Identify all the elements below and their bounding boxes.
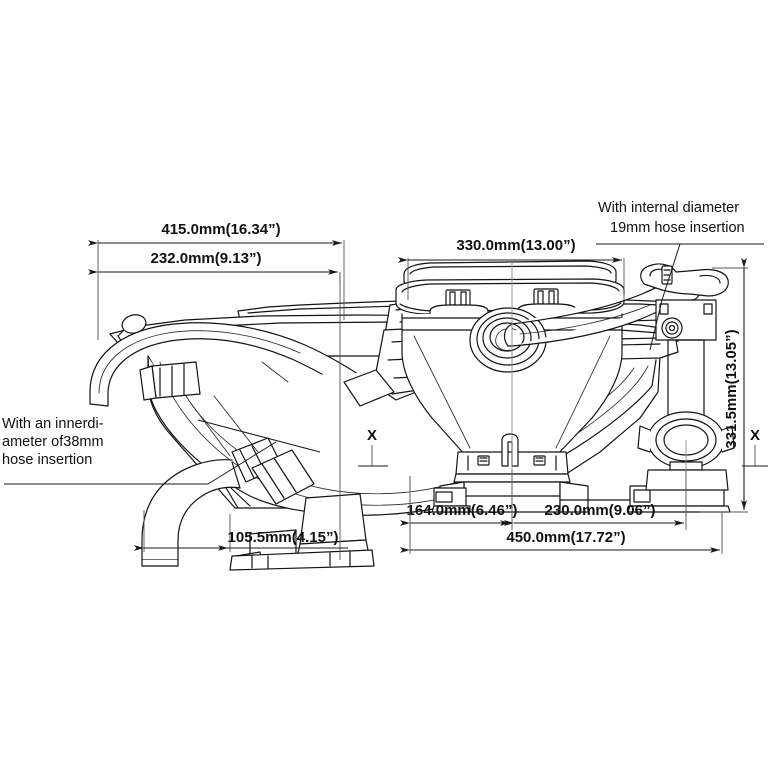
note-line-3: hose insertion xyxy=(2,452,92,468)
front-bowl-inner-taper xyxy=(413,335,611,449)
lower-joint-block xyxy=(251,449,315,505)
outlet-hose-note: With internal diameter 19mm hose inserti… xyxy=(598,200,745,236)
front-pump-fitting xyxy=(661,317,683,339)
front-pump-handle xyxy=(640,263,729,297)
front-mounting-foot-left xyxy=(431,487,471,513)
left-view-dimensions: 415.0mm(16.34”) 232.0mm(9.13”) 105.5mm(4… xyxy=(88,221,348,560)
dim-label-overall-height: 331.5mm(13.05”) xyxy=(723,329,740,448)
section-x-left-label: X xyxy=(367,427,377,444)
bowl-flap-lever xyxy=(343,369,395,407)
section-mark-x-left: X xyxy=(358,427,388,467)
outlet-note-line-2: 19mm hose insertion xyxy=(610,220,745,236)
inlet-elbow-hose xyxy=(141,459,241,567)
outlet-note-line-1: With internal diameter xyxy=(598,200,739,216)
dim-label-bowl-offset: 164.0mm(6.46”) xyxy=(407,502,518,519)
dim-label-base-width: 105.5mm(4.15”) xyxy=(228,529,339,546)
front-bowl-foot-bolt-right xyxy=(533,455,546,466)
pedestal-foot xyxy=(229,549,375,571)
front-pump-base-plate xyxy=(645,469,729,491)
section-mark-x-right: X xyxy=(742,427,768,467)
flush-hose-detail xyxy=(98,330,301,394)
inlet-valve-flange xyxy=(139,365,157,401)
inlet-note-leader xyxy=(4,441,277,485)
section-x-right-label: X xyxy=(750,427,760,444)
inlet-note-leader-2 xyxy=(197,419,321,453)
right-view-dimensions: 330.0mm(13.00”) 331.5mm(13.05”) 164.0mm(… xyxy=(398,237,748,554)
discharge-hose-detail xyxy=(519,304,651,335)
dim-label-pump-offset: 230.0mm(9.06”) xyxy=(545,502,656,519)
dim-label-bowl-width: 330.0mm(13.00”) xyxy=(456,237,575,254)
inlet-valve-block xyxy=(151,361,201,399)
inlet-hose-note: With an innerdi- ameter of38mm hose inse… xyxy=(2,416,104,468)
dim-label-seat-depth: 232.0mm(9.13”) xyxy=(151,250,262,267)
right-view-geometry xyxy=(395,243,764,520)
dim-label-overall-width: 450.0mm(17.72”) xyxy=(506,529,625,546)
front-pump-body xyxy=(655,299,717,431)
note-line-2: ameter of38mm xyxy=(2,434,104,450)
front-mounting-foot-right xyxy=(559,485,731,513)
dim-label-overall-length: 415.0mm(16.34”) xyxy=(161,221,280,238)
front-bowl-foot-bolt-left xyxy=(477,455,490,466)
front-pump-handle-pin xyxy=(661,265,673,285)
note-line-1: With an innerdi- xyxy=(2,416,104,432)
seat-hinge-knob xyxy=(117,314,147,343)
outlet-note-leader xyxy=(596,243,764,351)
